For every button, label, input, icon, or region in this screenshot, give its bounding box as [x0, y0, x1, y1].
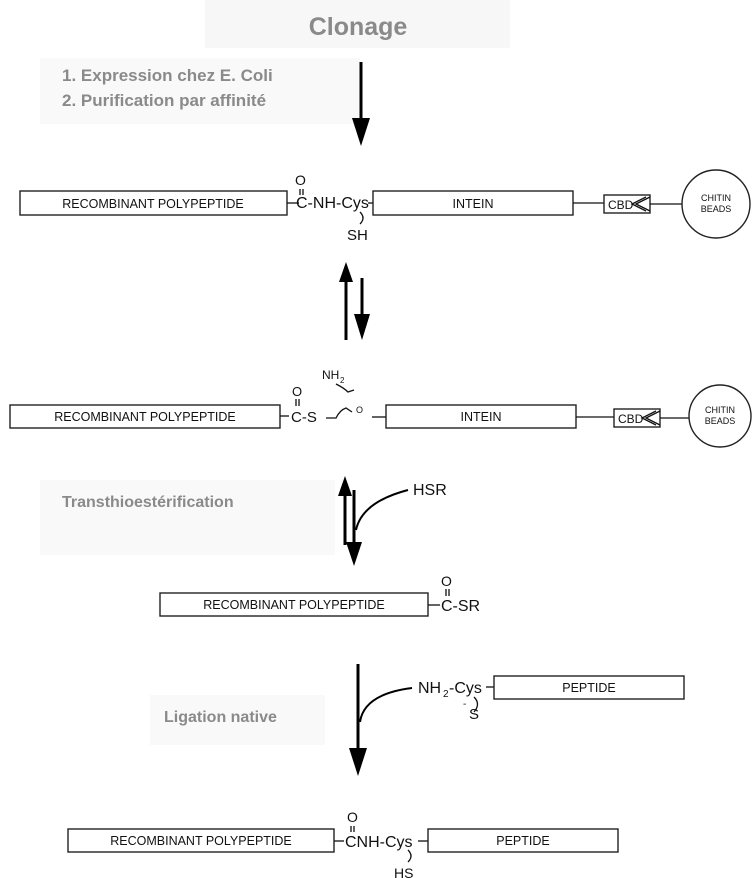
hs-label: HS — [394, 865, 413, 878]
recombinant-label-3: RECOMBINANT POLYPEPTIDE — [203, 598, 385, 612]
carbonyl-o-4: O — [347, 809, 358, 825]
nh2-cys-label-a: NH — [418, 680, 441, 697]
cbd-label-1: CBD — [608, 198, 634, 212]
hsr-label: HSR — [413, 482, 447, 499]
nh2-sub: 2 — [340, 376, 345, 385]
ligation-panel — [150, 695, 325, 745]
transthio-label: Transthioestérification — [62, 494, 234, 511]
equilibrium-arrows-2 — [338, 476, 409, 566]
row-thioester-product: RECOMBINANT POLYPEPTIDE O C-SR — [159, 573, 480, 617]
title-panel — [205, 0, 510, 48]
row-thioester-intermediate: RECOMBINANT POLYPEPTIDE O C-S NH 2 O INT… — [9, 368, 752, 448]
ligation-label: Ligation native — [164, 709, 277, 726]
o-small: O — [356, 405, 363, 415]
carbonyl-o-3: O — [441, 573, 452, 589]
chitin-label-2a: CHITIN — [705, 405, 735, 415]
carbonyl-o-2: O — [292, 384, 302, 399]
peptide-box-1 — [493, 675, 685, 700]
peptide-box-2 — [427, 828, 619, 853]
peptide-reagent: NH 2 -Cys - S PEPTIDE — [418, 675, 685, 723]
c-s-label: C-S — [291, 409, 317, 426]
chitin-beads-2 — [688, 384, 752, 448]
row-ligated-product: RECOMBINANT POLYPEPTIDE O CNH-Cys HS PEP… — [67, 809, 619, 878]
carbonyl-o-1: O — [295, 172, 306, 188]
peptide-label-1: PEPTIDE — [562, 681, 616, 695]
steps-panel — [40, 58, 360, 124]
chitin-label-1a: CHITIN — [701, 193, 731, 203]
cbd-label-2: CBD — [618, 412, 644, 426]
transthio-panel — [40, 480, 335, 555]
nh2-label: NH — [322, 368, 339, 382]
arrow-down-ligation — [349, 664, 413, 776]
s-minus-sign: - — [463, 699, 466, 710]
chitin-label-2b: BEADS — [705, 416, 736, 426]
nh2-cys-label-b: -Cys — [449, 680, 482, 697]
peptide-label-2: PEPTIDE — [496, 834, 550, 848]
title: Clonage — [309, 13, 408, 41]
chitin-beads-1 — [681, 169, 751, 239]
recombinant-label-4: RECOMBINANT POLYPEPTIDE — [110, 834, 292, 848]
c-sr-label: C-SR — [441, 598, 480, 615]
step-expression: 1. Expression chez E. Coli — [62, 66, 273, 85]
step-purification: 2. Purification par affinité — [62, 91, 266, 110]
row-fusion-protein: RECOMBINANT POLYPEPTIDE O C-NH-Cys SH IN… — [19, 169, 751, 244]
intein-label-2: INTEIN — [461, 410, 502, 424]
intein-label-1: INTEIN — [453, 197, 494, 211]
c-nh-cys-1: C-NH-Cys — [296, 195, 369, 212]
chitin-label-1b: BEADS — [701, 204, 732, 214]
equilibrium-arrows-1 — [339, 262, 370, 340]
sh-label-1: SH — [347, 227, 368, 244]
s-minus-label: S — [469, 706, 479, 723]
cnh-cys-label: CNH-Cys — [345, 834, 413, 851]
recombinant-label-2: RECOMBINANT POLYPEPTIDE — [54, 410, 236, 424]
arrow-head-1 — [352, 118, 370, 146]
nh2-cys-sub: 2 — [443, 689, 449, 700]
recombinant-label-1: RECOMBINANT POLYPEPTIDE — [62, 197, 244, 211]
